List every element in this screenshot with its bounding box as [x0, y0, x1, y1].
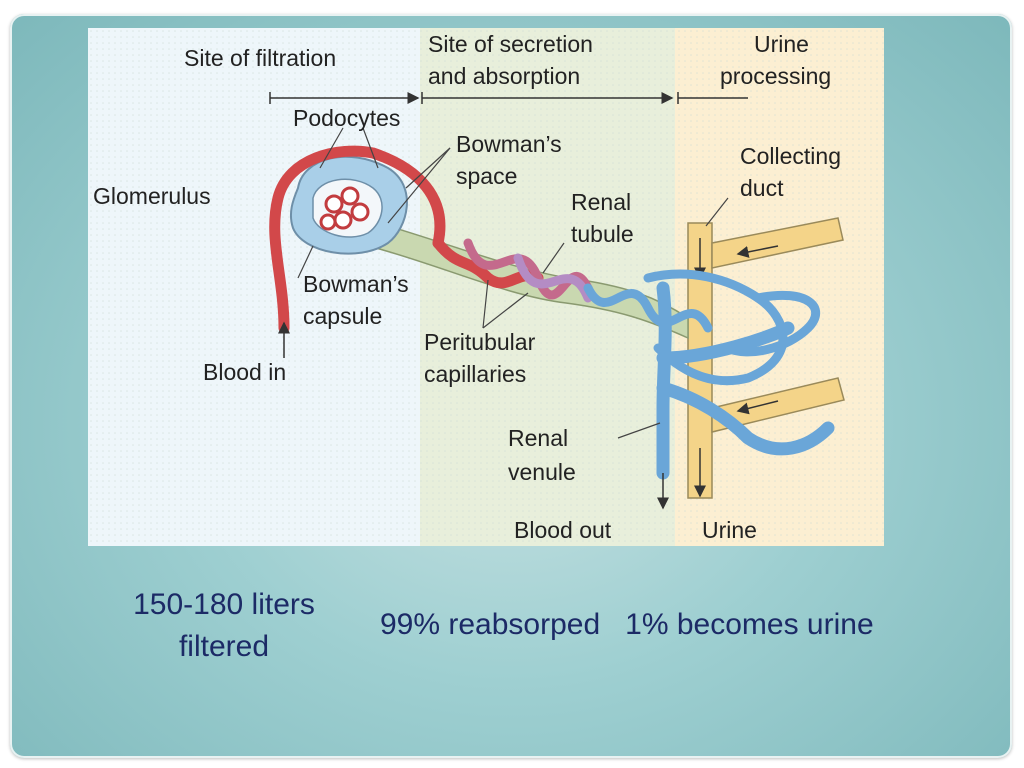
and-absorption-label: and absorption — [428, 63, 580, 89]
collecting-duct-label-line2: duct — [740, 175, 784, 201]
reabsorption-caption: 99% reabsorped 1% becomes urine — [380, 604, 874, 646]
renal-tubule-label-line1: Renal — [571, 189, 631, 215]
renal-venule-label-line1: Renal — [508, 425, 568, 451]
bowmans-space-label-line1: Bowman’s — [456, 131, 562, 157]
collecting-duct-label-line1: Collecting — [740, 143, 841, 169]
nephron-diagram: Site of filtration Site of secretion and… — [88, 28, 884, 546]
processing-label: processing — [720, 63, 831, 89]
bowmans-space-label-line2: space — [456, 163, 517, 189]
bowmans-capsule-label-line2: capsule — [303, 303, 382, 329]
site-of-secretion-label: Site of secretion — [428, 31, 593, 57]
glomerulus-label: Glomerulus — [93, 183, 211, 209]
renal-tubule-label-line2: tubule — [571, 221, 634, 247]
blood-out-label: Blood out — [514, 517, 612, 543]
site-of-filtration-label: Site of filtration — [184, 45, 336, 71]
filtered-volume-caption: 150-180 liters filtered — [104, 584, 344, 668]
peritubular-capillaries-label-line1: Peritubular — [424, 329, 536, 355]
urine-label: Urine — [754, 31, 809, 57]
peritubular-capillaries-label-line2: capillaries — [424, 361, 526, 387]
urine-out-label: Urine — [702, 517, 757, 543]
blood-in-label: Blood in — [203, 359, 286, 385]
podocytes-label: Podocytes — [293, 105, 400, 131]
bowmans-capsule-label-line1: Bowman’s — [303, 271, 409, 297]
renal-venule-label-line2: venule — [508, 459, 576, 485]
